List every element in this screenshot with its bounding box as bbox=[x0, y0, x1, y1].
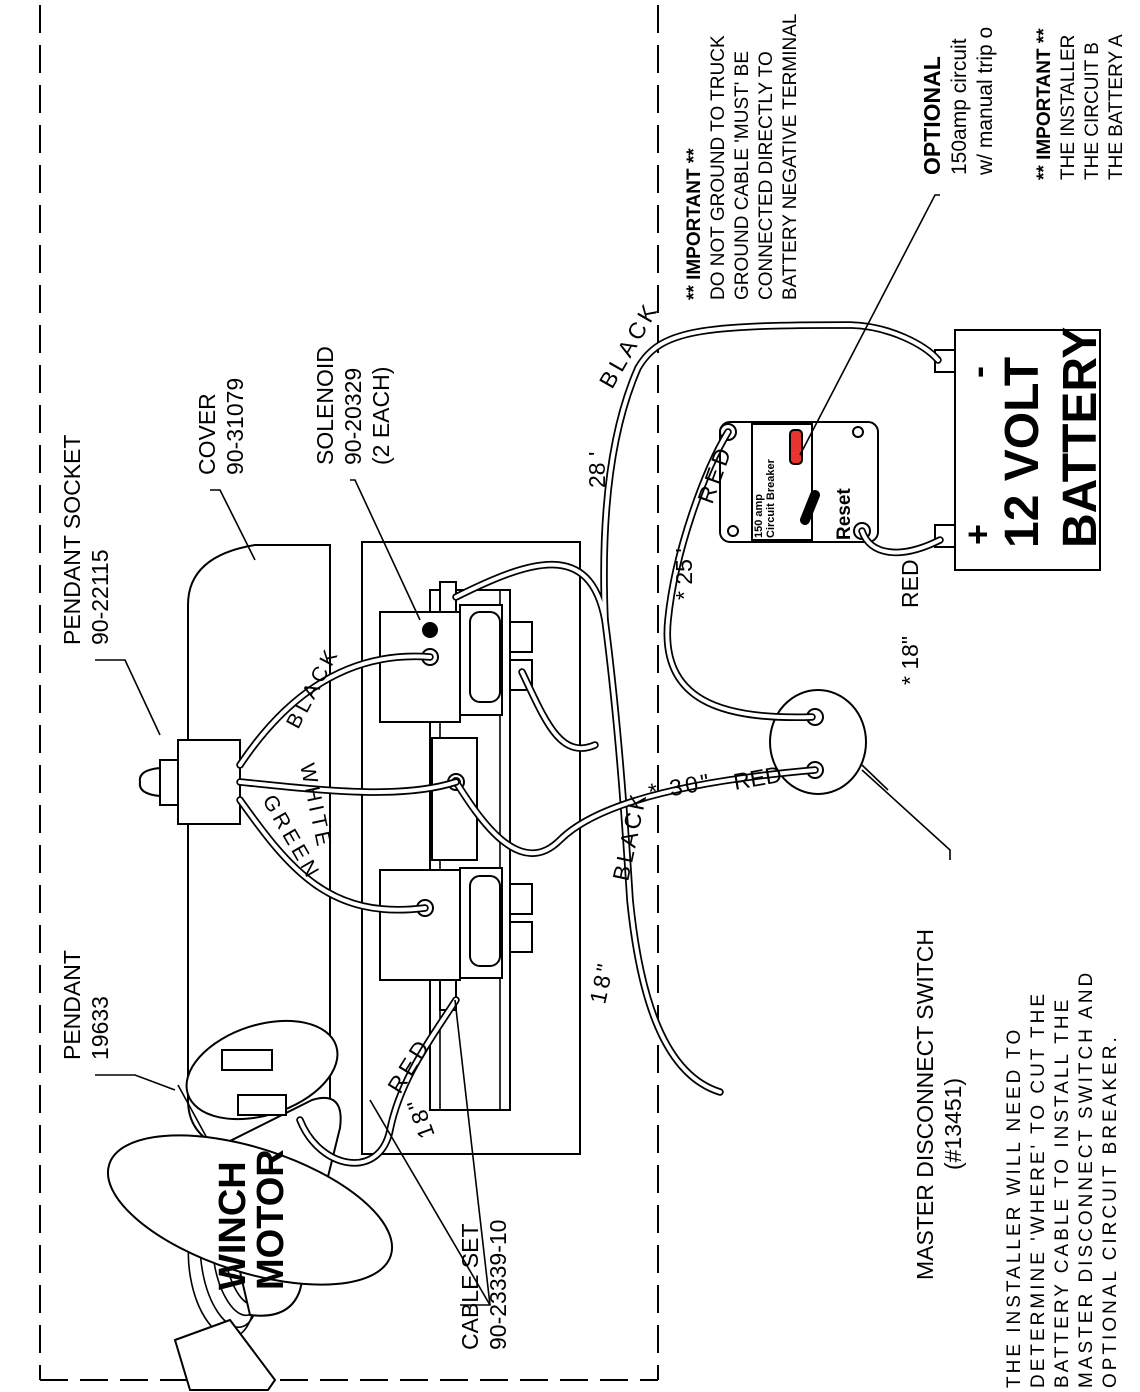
solenoid-part: 90-20329 bbox=[340, 368, 366, 465]
cover-part: 90-31079 bbox=[222, 378, 248, 475]
wire-red-25 bbox=[663, 428, 816, 722]
solenoid-1 bbox=[379, 581, 533, 723]
optional-line-2: w/ manual trip o bbox=[974, 27, 997, 176]
pendant-part: 19633 bbox=[87, 996, 113, 1060]
cover-title: COVER bbox=[194, 393, 220, 475]
installer-line-3: BATTERY CABLE TO INSTALL THE bbox=[1052, 997, 1073, 1388]
important-ground-line-3: CONNECTED DIRECTLY TO bbox=[756, 51, 777, 300]
important-ground-line-4: BATTERY NEGATIVE TERMINAL bbox=[780, 14, 801, 300]
breaker-reset-lever[interactable] bbox=[800, 490, 820, 525]
wire-label-red-30: * 30" bbox=[646, 768, 714, 805]
master-switch-part: (#13451) bbox=[940, 1078, 966, 1170]
wire-label-black-28-color: BLACK bbox=[594, 297, 664, 393]
wire-label-black-18-color: BLACK bbox=[607, 789, 651, 883]
solenoid-title: SOLENOID bbox=[312, 346, 338, 465]
wire-label-red-18-battery: * 18" bbox=[897, 636, 923, 685]
battery bbox=[934, 329, 1101, 571]
vehicle-boundary bbox=[39, 5, 659, 1381]
wire-label-black-28: 28 ' bbox=[584, 452, 610, 488]
master-switch-title: MASTER DISCONNECT SWITCH bbox=[912, 929, 938, 1280]
winch-motor-line1: WINCH bbox=[212, 1161, 254, 1290]
installer-line-5: OPTIONAL CIRCUIT BREAKER. bbox=[1100, 1034, 1121, 1388]
installer-line-2: DETERMINE 'WHERE' TO CUT THE bbox=[1028, 991, 1049, 1388]
winch-motor bbox=[106, 1019, 394, 1317]
important-breaker-line-1: THE INSTALLER bbox=[1058, 35, 1079, 180]
pendant-socket bbox=[138, 739, 241, 825]
important-breaker-line-2: THE CIRCUIT B bbox=[1082, 42, 1103, 180]
wire-label-red-25: * 25 ' bbox=[671, 548, 697, 600]
pendant-socket-part: 90-22115 bbox=[87, 550, 113, 646]
battery-minus: - bbox=[957, 366, 998, 378]
wire-label-black-18: 18" bbox=[584, 959, 618, 1006]
wire-red-18-motor bbox=[296, 996, 460, 1167]
wire-red-30 bbox=[452, 766, 819, 857]
wire-red-18-battery bbox=[858, 527, 944, 557]
cable-set-part: 90-23339-10 bbox=[485, 1220, 511, 1350]
important-ground-title: ** IMPORTANT ** bbox=[684, 148, 705, 300]
wire-black-28 bbox=[452, 321, 942, 1096]
important-ground-line-2: GROUND CABLE 'MUST' BE bbox=[732, 51, 753, 300]
important-breaker-title: ** IMPORTANT ** bbox=[1034, 28, 1055, 180]
pendant-title: PENDANT bbox=[59, 950, 85, 1060]
pendant-leads bbox=[236, 652, 460, 914]
installer-line-4: MASTER DISCONNECT SWITCH AND bbox=[1076, 970, 1097, 1388]
battery-line1: 12 VOLT bbox=[996, 357, 1049, 548]
battery-plus: + bbox=[957, 524, 998, 545]
important-ground-line-1: DO NOT GROUND TO TRUCK bbox=[708, 35, 729, 300]
breaker-line1: 150 amp bbox=[753, 494, 765, 538]
wire-label-red-30-color: RED bbox=[731, 761, 783, 795]
breaker-line2: Circuit Breaker bbox=[765, 458, 777, 538]
wire-label-red-18-battery-color: RED bbox=[897, 559, 923, 608]
wire-black-18 bbox=[518, 668, 599, 752]
breaker-trip-button[interactable] bbox=[789, 429, 803, 465]
battery-line2: BATTERY bbox=[1054, 327, 1107, 548]
breaker-reset-label: Reset bbox=[834, 488, 855, 540]
pendant-socket-title: PENDANT SOCKET bbox=[59, 435, 85, 645]
cable-set-title: CABLE SET bbox=[457, 1223, 483, 1350]
installer-line-1: THE INSTALLER WILL NEED TO bbox=[1004, 1027, 1025, 1388]
winch-motor-line2: MOTOR bbox=[250, 1149, 292, 1290]
important-breaker-line-3: THE BATTERY A bbox=[1106, 34, 1127, 180]
optional-line-1: 150amp circuit bbox=[948, 38, 971, 175]
optional-title: OPTIONAL bbox=[919, 56, 945, 175]
solenoid-2 bbox=[379, 867, 533, 1011]
leader-lines bbox=[95, 194, 951, 1306]
solenoid-qty: (2 EACH) bbox=[368, 367, 394, 465]
